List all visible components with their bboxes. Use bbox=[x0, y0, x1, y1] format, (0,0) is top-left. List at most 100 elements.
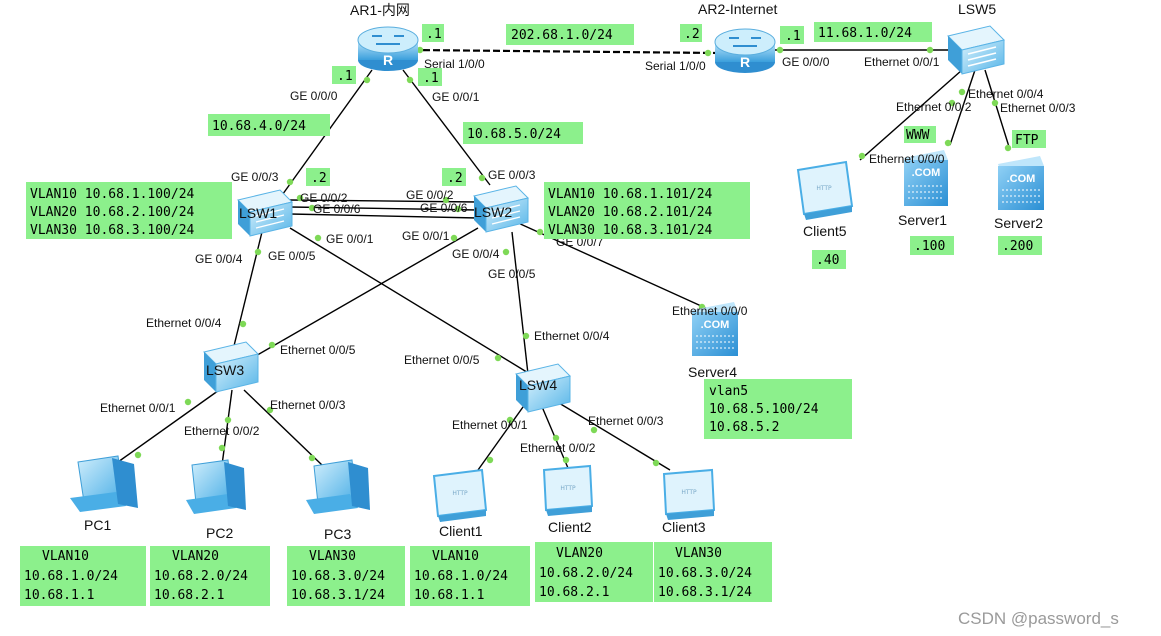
device-label-lsw3: LSW3 bbox=[206, 362, 244, 378]
links bbox=[117, 48, 1011, 471]
port-label: Ethernet 0/0/4 bbox=[534, 329, 610, 343]
switch-lsw5[interactable] bbox=[947, 25, 1005, 75]
net-internet: 11.68.1.0/24 bbox=[818, 26, 912, 41]
device-label-pc2: PC2 bbox=[206, 525, 233, 541]
port-label: GE 0/0/3 bbox=[488, 168, 536, 182]
port-dot bbox=[552, 434, 560, 442]
link-lsw4-client1[interactable] bbox=[477, 399, 529, 471]
info-server4-line: vlan5 bbox=[709, 384, 748, 399]
server1-icon[interactable]: .COM bbox=[904, 150, 948, 206]
client1-icon[interactable]: HTTP bbox=[432, 468, 488, 522]
tag-server2-ip: .200 bbox=[1002, 239, 1033, 254]
router-arrows-icon bbox=[729, 37, 761, 47]
port-dot bbox=[266, 406, 274, 414]
link-lsw5-client5[interactable] bbox=[859, 69, 963, 161]
server2-icon[interactable]: .COM bbox=[998, 156, 1044, 210]
device-label-client1: Client1 bbox=[439, 523, 483, 539]
port-dot bbox=[218, 444, 226, 452]
device-label-client3: Client3 bbox=[662, 519, 706, 535]
switch-lsw1[interactable] bbox=[237, 189, 293, 237]
port-dot bbox=[991, 99, 999, 107]
device-label-lsw5: LSW5 bbox=[958, 1, 996, 17]
port-dot bbox=[442, 196, 450, 204]
router-glyph: R bbox=[383, 52, 393, 68]
tag-client5-ip: .40 bbox=[816, 253, 839, 268]
com-glyph: .COM bbox=[701, 319, 730, 331]
link-lsw4-client3[interactable] bbox=[553, 399, 671, 471]
info-server4-line: 10.68.5.100/24 bbox=[709, 402, 819, 417]
port-dot bbox=[314, 234, 322, 242]
link-lsw1-lsw2-b[interactable] bbox=[289, 206, 479, 211]
info-pc1-line: 10.68.1.0/24 bbox=[24, 569, 118, 584]
port-dot bbox=[486, 456, 494, 464]
info-lsw1-line: VLAN30 10.68.3.100/24 bbox=[30, 223, 195, 238]
server4-icon[interactable]: .COM bbox=[692, 302, 738, 356]
port-dot bbox=[858, 152, 866, 160]
port-label: GE 0/0/4 bbox=[452, 247, 500, 261]
port-dot bbox=[478, 174, 486, 182]
link-lsw1-lsw2-c[interactable] bbox=[289, 213, 479, 219]
device-label-client5: Client5 bbox=[803, 223, 847, 239]
tag-ar1-serial: .1 bbox=[426, 27, 442, 42]
pc1-icon[interactable] bbox=[70, 455, 138, 512]
link-lsw1-lsw4[interactable] bbox=[289, 227, 531, 375]
info-client2-line: 10.68.2.1 bbox=[539, 585, 609, 600]
device-label-server2: Server2 bbox=[994, 215, 1043, 231]
port-dot bbox=[406, 76, 414, 84]
link-lsw3-pc2[interactable] bbox=[221, 389, 233, 466]
link-lsw3-pc3[interactable] bbox=[243, 389, 323, 466]
link-lsw5-server1[interactable] bbox=[949, 69, 976, 146]
router-ar2[interactable]: R bbox=[714, 28, 776, 73]
port-label: Ethernet 0/0/4 bbox=[146, 316, 222, 330]
client5-icon[interactable]: HTTP bbox=[796, 160, 854, 220]
port-dot bbox=[958, 88, 966, 96]
port-dot bbox=[506, 416, 514, 424]
port-label: Ethernet 0/0/2 bbox=[520, 441, 596, 455]
info-pc1-line: 10.68.1.1 bbox=[24, 588, 94, 603]
client3-icon[interactable]: HTTP bbox=[662, 468, 716, 520]
port-dot bbox=[450, 234, 458, 242]
router-ar1[interactable]: R bbox=[357, 26, 419, 71]
device-label-server1: Server1 bbox=[898, 212, 947, 228]
port-dot bbox=[944, 139, 952, 147]
port-label: Ethernet 0/0/4 bbox=[968, 87, 1044, 101]
info-client3-line: VLAN30 bbox=[675, 546, 722, 561]
port-dot bbox=[286, 178, 294, 186]
tag-lsw2-ge3: .2 bbox=[447, 171, 463, 186]
link-lsw2-lsw4[interactable] bbox=[511, 231, 529, 375]
port-label: Ethernet 0/0/3 bbox=[588, 414, 664, 428]
port-label: GE 0/0/2 bbox=[406, 188, 454, 202]
port-dot bbox=[522, 332, 530, 340]
link-lsw3-pc1[interactable] bbox=[117, 387, 223, 463]
info-pc2-line: 10.68.2.0/24 bbox=[154, 569, 248, 584]
router-arrows-icon bbox=[372, 35, 404, 45]
link-ar1-ar2-serial[interactable] bbox=[412, 48, 719, 55]
network-boxes: 202.68.1.0/24 11.68.1.0/24 10.68.4.0/24 … bbox=[208, 22, 932, 144]
port-dot bbox=[590, 426, 598, 434]
port-label: GE 0/0/6 bbox=[313, 202, 361, 216]
port-label: Ethernet 0/0/3 bbox=[270, 398, 346, 412]
port-dot bbox=[296, 194, 304, 202]
port-dot bbox=[776, 46, 784, 54]
switch-lsw3[interactable] bbox=[203, 341, 259, 393]
pc3-icon[interactable] bbox=[306, 459, 370, 514]
port-dot bbox=[704, 49, 712, 57]
tag-ar1-ge0: .1 bbox=[337, 69, 353, 84]
port-dot bbox=[926, 46, 934, 54]
link-lsw4-client2[interactable] bbox=[539, 401, 569, 469]
port-dot bbox=[1004, 144, 1012, 152]
link-ar1-lsw2[interactable] bbox=[402, 69, 491, 186]
port-dot bbox=[416, 46, 424, 54]
client2-icon[interactable]: HTTP bbox=[542, 464, 594, 516]
switch-lsw4[interactable] bbox=[515, 363, 571, 413]
switch-lsw2[interactable] bbox=[473, 185, 529, 233]
port-label: Ethernet 0/0/0 bbox=[672, 304, 748, 318]
link-lsw2-lsw3[interactable] bbox=[239, 227, 479, 366]
link-lsw5-server2[interactable] bbox=[984, 69, 1011, 151]
port-dot bbox=[494, 354, 502, 362]
port-dot bbox=[184, 398, 192, 406]
pc2-icon[interactable] bbox=[186, 459, 246, 514]
net-ar1-lsw1: 10.68.4.0/24 bbox=[212, 119, 306, 134]
